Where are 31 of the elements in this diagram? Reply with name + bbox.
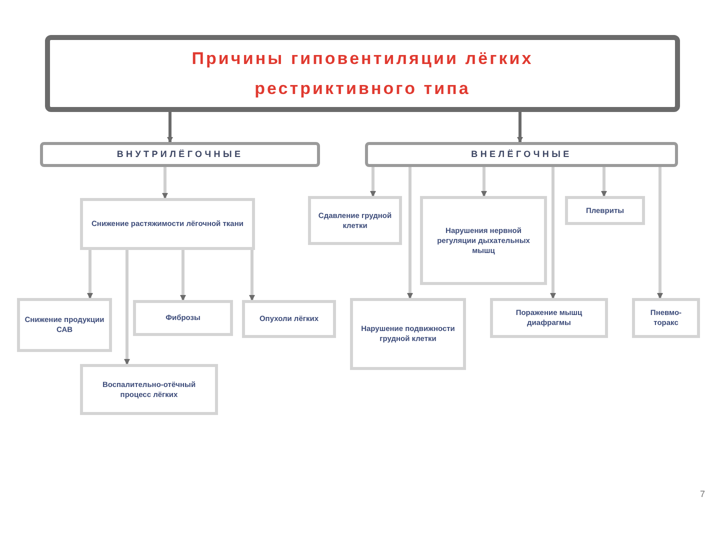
cause-box bbox=[490, 298, 608, 338]
box-text: ВНУТРИЛЁГОЧНЫЕ bbox=[116, 148, 244, 161]
cause-box bbox=[420, 196, 547, 285]
arrow bbox=[370, 167, 376, 197]
arrow bbox=[550, 167, 556, 299]
cause-box bbox=[632, 298, 700, 338]
box-text: Причины гиповентиляции лёгких рестриктивного типа bbox=[190, 48, 534, 100]
arrow bbox=[657, 167, 663, 299]
cause-box bbox=[308, 196, 402, 245]
arrow bbox=[601, 167, 607, 197]
category-box bbox=[40, 142, 320, 167]
arrow bbox=[167, 112, 173, 143]
arrow bbox=[87, 250, 93, 299]
arrow bbox=[481, 167, 487, 197]
cause-box bbox=[350, 298, 466, 370]
cause-box bbox=[17, 298, 112, 352]
arrow bbox=[124, 250, 130, 365]
page-number: 7 bbox=[700, 488, 706, 501]
title-box bbox=[45, 35, 680, 112]
category-box bbox=[365, 142, 678, 167]
cause-box bbox=[80, 198, 255, 250]
arrow bbox=[517, 112, 523, 143]
arrow bbox=[249, 250, 255, 301]
arrow bbox=[180, 250, 186, 301]
arrow bbox=[162, 167, 168, 199]
box-text: ВНЕЛЁГОЧНЫЕ bbox=[471, 148, 572, 161]
cause-box bbox=[133, 300, 233, 336]
arrow bbox=[407, 167, 413, 299]
cause-box bbox=[242, 300, 336, 338]
cause-box bbox=[565, 196, 645, 225]
cause-box bbox=[80, 364, 218, 415]
